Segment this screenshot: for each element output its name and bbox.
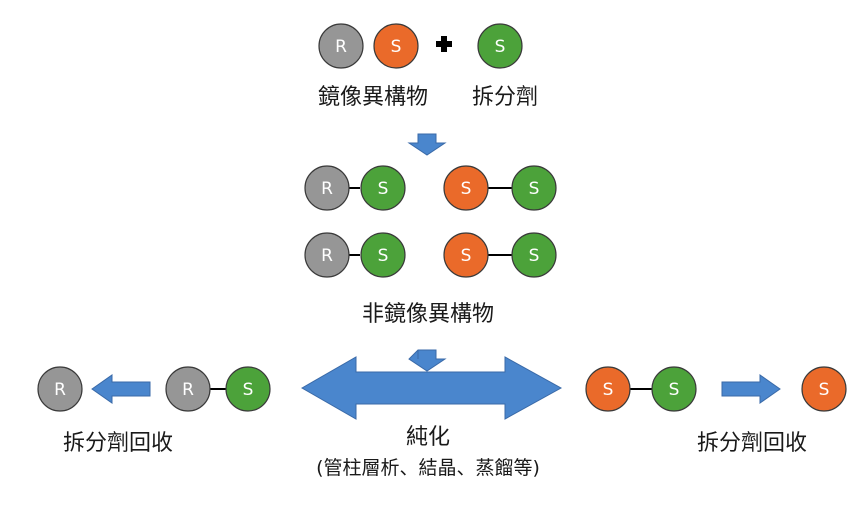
r-ball xyxy=(304,165,350,211)
down-arrow-icon xyxy=(408,349,447,372)
down-arrow-icon xyxy=(407,133,447,156)
s-ball xyxy=(443,232,489,278)
s-ball xyxy=(511,232,557,278)
right-diastereomer: S S xyxy=(585,366,697,412)
recovery-right-label: 拆分劑回收 xyxy=(697,431,807,456)
s-label: S xyxy=(819,380,830,400)
r-label: R xyxy=(182,380,194,400)
diastereomer-r-s-bottom: R S xyxy=(304,232,406,278)
diastereomer-s-s-top: S S xyxy=(443,165,557,211)
r-label: R xyxy=(335,37,347,57)
r-label: R xyxy=(54,380,66,400)
recovered-r: R xyxy=(37,366,83,412)
recovered-s: S xyxy=(801,366,847,412)
purification-methods-label: (管柱層析、結晶、蒸餾等) xyxy=(316,457,540,479)
s-label: S xyxy=(669,380,680,400)
s-label: S xyxy=(603,380,614,400)
s-ball xyxy=(801,366,847,412)
left-arrow-icon xyxy=(91,374,151,404)
s-label: S xyxy=(378,246,389,266)
s-label: S xyxy=(461,179,472,199)
racemate-s: S xyxy=(373,23,419,69)
s-ball xyxy=(360,232,406,278)
diastereomer-r-s-top: R S xyxy=(304,165,406,211)
s-ball xyxy=(360,165,406,211)
s-ball xyxy=(443,165,489,211)
s-label: S xyxy=(529,246,540,266)
purification-label: 純化 xyxy=(406,425,450,450)
diastereomer-s-s-bottom: S S xyxy=(443,232,557,278)
s-ball xyxy=(225,366,271,412)
s-label: S xyxy=(391,37,402,57)
r-ball xyxy=(37,366,83,412)
agent-label: S xyxy=(495,37,506,57)
s-ball xyxy=(651,366,697,412)
resolving-agent-s: S xyxy=(477,23,523,69)
right-arrow-icon xyxy=(721,374,781,404)
s-label: S xyxy=(529,179,540,199)
r-ball xyxy=(165,366,211,412)
left-diastereomer: R S xyxy=(165,366,271,412)
plus-icon xyxy=(436,36,452,52)
s-ball xyxy=(585,366,631,412)
r-label: R xyxy=(321,246,333,266)
racemate-r: R xyxy=(318,23,364,69)
s-label: S xyxy=(243,380,254,400)
resolving-agent-label: 拆分劑 xyxy=(472,85,538,110)
r-ball xyxy=(304,232,350,278)
double-arrow-icon xyxy=(300,356,563,420)
diastereomers-label: 非鏡像異構物 xyxy=(362,302,494,327)
recovery-left-label: 拆分劑回收 xyxy=(63,431,173,456)
enantiomers-label: 鏡像異構物 xyxy=(318,85,428,110)
r-label: R xyxy=(321,179,333,199)
s-ball xyxy=(373,23,419,69)
agent-ball xyxy=(477,23,523,69)
r-ball xyxy=(318,23,364,69)
s-label: S xyxy=(461,246,472,266)
s-label: S xyxy=(378,179,389,199)
s-ball xyxy=(511,165,557,211)
